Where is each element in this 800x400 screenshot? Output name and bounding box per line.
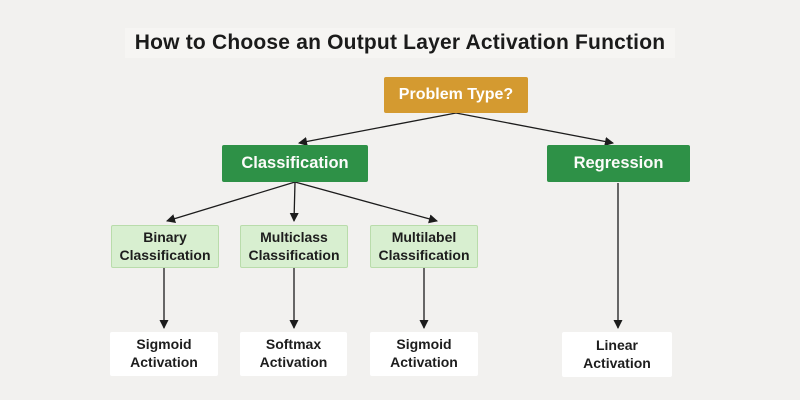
node-multiclass-line1: Multiclass: [260, 228, 328, 245]
node-multilabel-classification: Multilabel Classification: [370, 225, 478, 268]
edge-problem-to-regression: [455, 112, 615, 146]
node-multilabel-line2: Classification: [378, 246, 470, 263]
node-linear-line2: Activation: [583, 354, 651, 371]
node-multiclass-classification: Multiclass Classification: [240, 225, 348, 268]
node-regression: Regression: [547, 145, 690, 182]
node-sigmoid-activation-multilabel: Sigmoid Activation: [370, 332, 478, 376]
node-sigmoid1-line2: Activation: [130, 354, 198, 370]
node-classification: Classification: [222, 145, 368, 182]
edge-classification-to-binary: [166, 181, 296, 224]
node-linear-activation: Linear Activation: [562, 332, 672, 377]
node-binary-line1: Binary: [143, 228, 187, 245]
node-sigmoid-activation-binary: Sigmoid Activation: [110, 332, 218, 376]
node-binary-classification: Binary Classification: [111, 225, 219, 268]
node-softmax-line2: Activation: [259, 354, 328, 370]
node-multilabel-line1: Multilabel: [391, 228, 457, 245]
page-title: How to Choose an Output Layer Activation…: [0, 28, 800, 58]
node-softmax-activation: Softmax Activation: [240, 332, 347, 376]
node-problem-type-label: Problem Type?: [398, 85, 514, 103]
node-classification-label: Classification: [241, 153, 349, 172]
node-sigmoid1-line1: Sigmoid: [136, 336, 192, 353]
page-title-text: How to Choose an Output Layer Activation…: [124, 28, 676, 58]
node-softmax-line1: Softmax: [265, 336, 322, 353]
node-sigmoid2-line1: Sigmoid: [396, 336, 452, 353]
node-linear-line1: Linear: [595, 336, 638, 353]
edge-classification-to-multiclass: [289, 181, 299, 223]
node-multiclass-line2: Classification: [248, 246, 340, 263]
edge-classification-to-multilabel: [294, 181, 439, 224]
node-regression-label: Regression: [573, 153, 664, 172]
edge-problem-to-classification: [297, 112, 457, 146]
node-sigmoid2-line2: Activation: [390, 354, 458, 370]
node-binary-line2: Classification: [119, 246, 211, 263]
node-problem-type: Problem Type?: [384, 77, 528, 113]
